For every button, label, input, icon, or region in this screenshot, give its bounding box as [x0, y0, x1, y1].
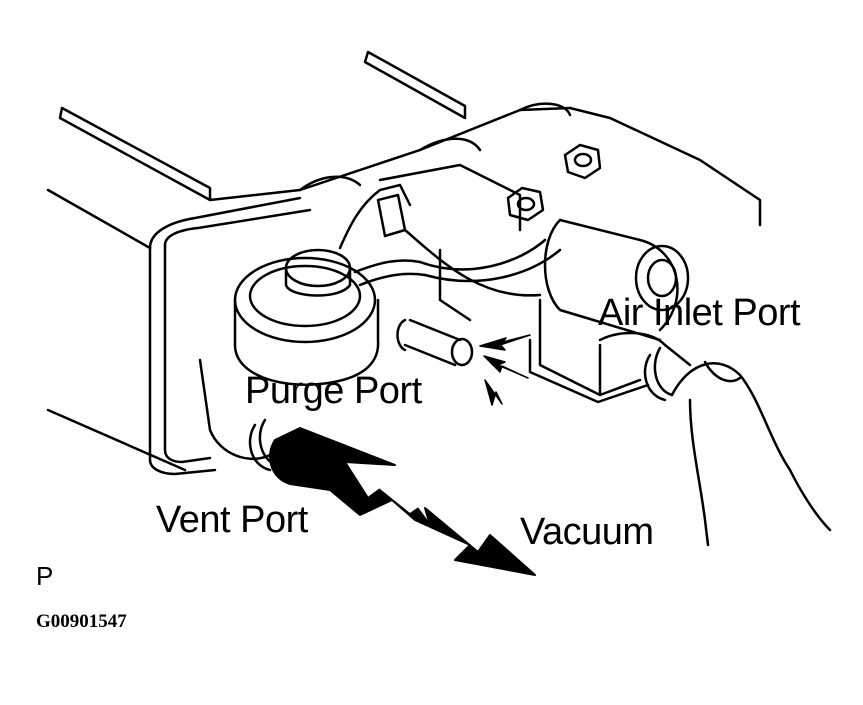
air-inlet-valve — [528, 218, 692, 404]
figure-code: G00901547 — [36, 611, 127, 632]
purge-valve — [198, 248, 427, 461]
vent-port-label: Vent Port — [156, 499, 308, 541]
bolts — [506, 143, 602, 222]
canister-body — [46, 50, 762, 476]
air-flow-arrows-icon — [479, 334, 531, 406]
view-letter: P — [36, 561, 54, 591]
purge-port-nipple — [396, 318, 474, 367]
vacuum-arrow-icon — [269, 427, 536, 576]
air-inlet-port-label: Air Inlet Port — [598, 292, 801, 334]
vacuum-label: Vacuum — [520, 511, 654, 553]
purge-port-label: Purge Port — [245, 370, 422, 412]
wiring-harness — [338, 163, 562, 322]
finger-icon — [643, 346, 832, 547]
